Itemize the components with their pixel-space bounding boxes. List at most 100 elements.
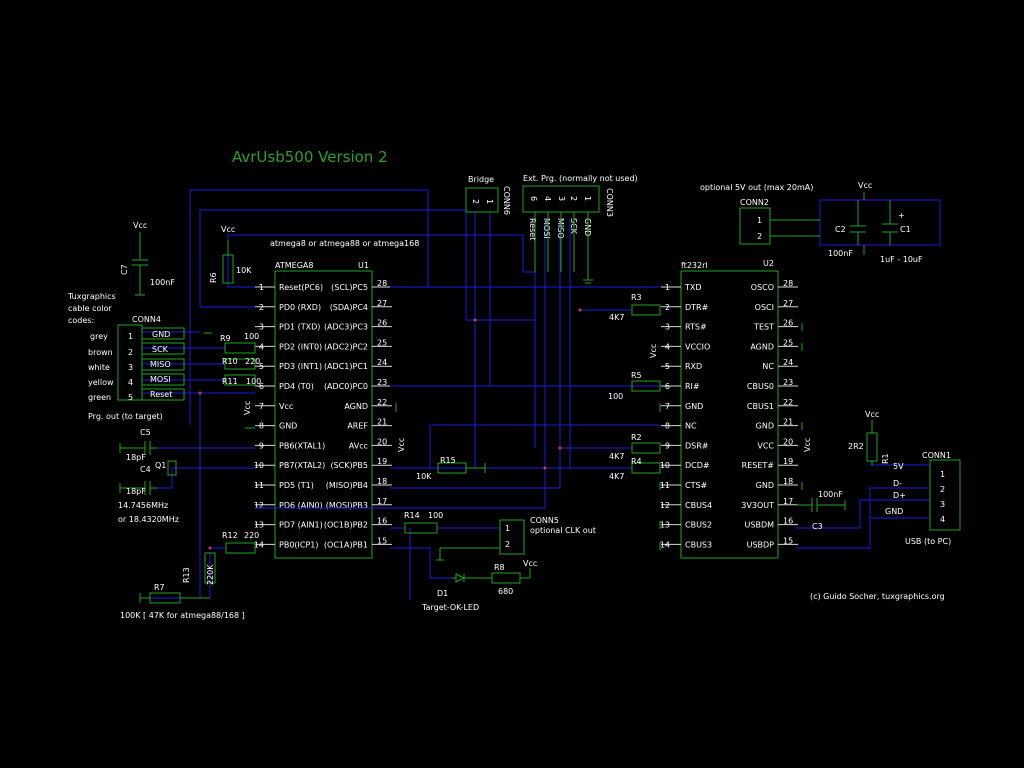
conn6: Bridge CONN6 2 1 bbox=[465, 175, 511, 215]
u2-pin-number: 22 bbox=[783, 398, 793, 407]
u2-ref: U2 bbox=[763, 259, 774, 268]
schematic-title: AvrUsb500 Version 2 bbox=[232, 148, 388, 166]
u1-pin-number: 2 bbox=[259, 303, 264, 312]
u2-pin-number: 13 bbox=[660, 521, 670, 530]
r11-ref: R11 bbox=[222, 377, 238, 386]
u1-pin-number: 27 bbox=[377, 299, 387, 308]
wire-usbdm bbox=[796, 487, 930, 529]
conn1-caption: USB (to PC) bbox=[905, 537, 951, 546]
conn4-pin-1: 1 bbox=[128, 332, 133, 341]
r1-value: 2R2 bbox=[848, 442, 864, 451]
conn2-wires bbox=[770, 192, 898, 255]
c4-value: 18pF bbox=[126, 487, 146, 496]
conn4-color-2: brown bbox=[88, 348, 113, 357]
u1-pin-number: 7 bbox=[259, 402, 264, 411]
u2-pin-number: 28 bbox=[783, 279, 793, 288]
u2-pin-number: 1 bbox=[665, 283, 670, 292]
conn3-pin-4: 4 bbox=[543, 196, 552, 201]
u2-pin-name: CTS# bbox=[685, 481, 708, 490]
conn4-color-4: yellow bbox=[88, 378, 114, 387]
conn1-pin-2: 2 bbox=[940, 485, 945, 494]
conn4-pin-4: 4 bbox=[128, 378, 133, 387]
conn6-ref: CONN6 bbox=[502, 186, 511, 215]
r1 bbox=[866, 432, 878, 462]
u2-pin-number: 5 bbox=[665, 362, 670, 371]
q1-value: 14.7456MHz bbox=[118, 501, 168, 510]
conn5-body bbox=[499, 519, 525, 555]
u1-pin-name: PB0(ICP1) bbox=[279, 540, 319, 549]
conn4-sig-2: SCK bbox=[152, 345, 169, 354]
u1-pin-number: 28 bbox=[377, 279, 387, 288]
wire-c1c2 bbox=[819, 199, 941, 246]
u2-pin-number: 12 bbox=[660, 501, 670, 510]
u1-pin-number: 14 bbox=[254, 540, 264, 549]
u2-pin-name: TEST bbox=[753, 323, 774, 332]
conn4-sig-3: MISO bbox=[150, 360, 171, 369]
wire-usbdp bbox=[796, 499, 930, 549]
u2-pin-number: 14 bbox=[660, 540, 670, 549]
conn6-body bbox=[465, 187, 499, 213]
wire-r15 bbox=[429, 424, 660, 468]
conn1-ref: CONN1 bbox=[922, 451, 951, 460]
u1-pin-number: 8 bbox=[259, 422, 264, 431]
u1-right-pins: 28(SCL)PC527(SDA)PC426(ADC3)PC325(ADC2)P… bbox=[324, 279, 392, 549]
u1-pin-number: 10 bbox=[254, 461, 264, 470]
conn3: Ext. Prg. (normally not used) CONN3 6 4 … bbox=[522, 174, 638, 284]
conn4-ref: CONN4 bbox=[132, 315, 161, 324]
vcc-c7: Vcc bbox=[133, 221, 147, 230]
u1-pin-number: 13 bbox=[254, 521, 264, 530]
u1-pin-number: 21 bbox=[377, 418, 387, 427]
resistors: R3 4K7 R5 100 R2 4K7 R4 4K7 R15 10K R9 1… bbox=[120, 225, 890, 620]
d1-led: D1 Target-OK-LED bbox=[421, 573, 479, 612]
c7-value: 100nF bbox=[150, 278, 175, 287]
r13-ref: R13 bbox=[182, 567, 191, 583]
conn6-pin-1: 1 bbox=[485, 199, 494, 204]
u1-pin-number: 26 bbox=[377, 319, 387, 328]
u2-pin-number: 19 bbox=[783, 457, 793, 466]
u1-pin-number: 18 bbox=[377, 477, 387, 486]
u1-pin-name: PD7 (AIN1) bbox=[279, 521, 323, 530]
u2-pin-name: RTS# bbox=[685, 323, 707, 332]
conn1-sig-dp: D+ bbox=[893, 491, 906, 500]
c1-ref: C1 bbox=[900, 225, 911, 234]
junctions bbox=[198, 308, 582, 550]
conn1-pin-1: 1 bbox=[940, 470, 945, 479]
u2-pin-number: 8 bbox=[665, 422, 670, 431]
u2-pin-name: DCD# bbox=[685, 461, 710, 470]
u1-pin-number: 25 bbox=[377, 338, 387, 347]
d1-ref: D1 bbox=[437, 589, 448, 598]
u2-pin-name: 3V3OUT bbox=[741, 501, 774, 510]
r10 bbox=[224, 358, 256, 370]
u1-pin-name: PD1 (TXD) bbox=[279, 323, 320, 332]
conn4-color-5: green bbox=[88, 393, 111, 402]
u2-pin-number: 25 bbox=[783, 338, 793, 347]
u2-pin-name: GND bbox=[756, 481, 774, 490]
u2-pin-name: VCCIO bbox=[685, 342, 710, 351]
u2-pin-name: OSCI bbox=[755, 303, 774, 312]
u1-pin-number: 15 bbox=[377, 536, 387, 545]
u1-pin-name: PD2 (INT0) bbox=[279, 342, 322, 351]
u2-pin-number: 15 bbox=[783, 536, 793, 545]
mcu-note: atmega8 or atmega88 or atmega168 bbox=[270, 239, 419, 248]
u2-pin-name: USBDP bbox=[747, 540, 775, 549]
vcc-conn2: Vcc bbox=[858, 181, 872, 190]
vcc-r6: Vcc bbox=[221, 225, 235, 234]
u2-pin-name: CBUS3 bbox=[685, 540, 712, 549]
conn4-pin-2: 2 bbox=[128, 348, 133, 357]
conn2-pin-2: 2 bbox=[757, 232, 762, 241]
u1-pin-name: PB6(XTAL1) bbox=[279, 441, 325, 450]
conn4-pin-5: 5 bbox=[128, 393, 133, 402]
conn4-sig-4: MOSI bbox=[150, 375, 171, 384]
u2-pin-number: 26 bbox=[783, 319, 793, 328]
r8-ref: R8 bbox=[494, 563, 505, 572]
conn2-body bbox=[739, 207, 771, 245]
conn3-pin-3: 3 bbox=[557, 196, 566, 201]
u1-pin-name: (MOSI)PB3 bbox=[326, 501, 368, 510]
u1-pin-name: AVcc bbox=[349, 441, 368, 450]
u2-right-pins: 28OSCO27OSCI26TEST25AGND24NC23CBUS022CBU… bbox=[741, 279, 798, 549]
u2-pin-name: RXD bbox=[685, 362, 702, 371]
vcc-u1-avcc: Vcc bbox=[397, 438, 406, 452]
r10-value: 220 bbox=[245, 357, 260, 366]
